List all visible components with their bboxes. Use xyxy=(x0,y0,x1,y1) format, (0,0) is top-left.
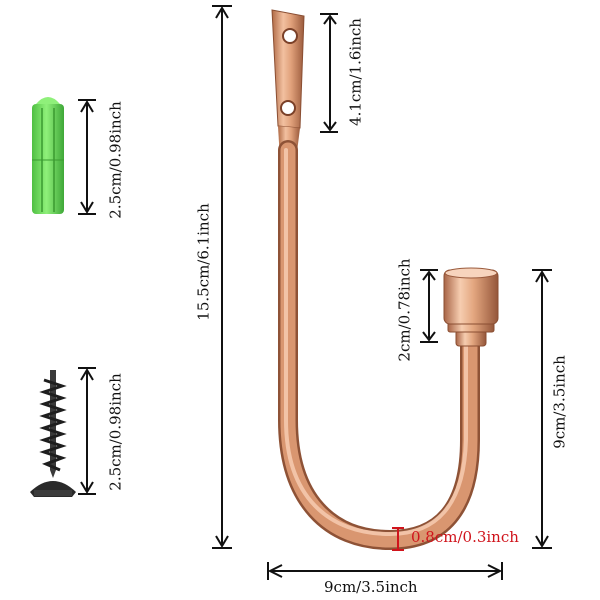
cap-height-dimension-label: 2cm/0.78inch xyxy=(395,258,414,362)
total-height-dimension-label: 15.5cm/6.1inch xyxy=(194,203,213,321)
dimension-lines xyxy=(78,5,552,580)
thickness-marker xyxy=(392,527,404,551)
wall-anchor xyxy=(32,97,64,214)
width-dimension-label: 9cm/3.5inch xyxy=(324,578,418,596)
rod-thickness-dimension-label: 0.8cm/0.3inch xyxy=(411,528,519,546)
mount-plate-dimension-label: 4.1cm/1.6inch xyxy=(346,18,365,126)
hook-depth-dimension-label: 9cm/3.5inch xyxy=(550,355,569,449)
copper-hook xyxy=(271,9,499,551)
screw-length-dimension-label: 2.5cm/0.98inch xyxy=(106,373,125,491)
anchor-length-dimension-label: 2.5cm/0.98inch xyxy=(106,101,125,219)
screw xyxy=(30,370,76,497)
